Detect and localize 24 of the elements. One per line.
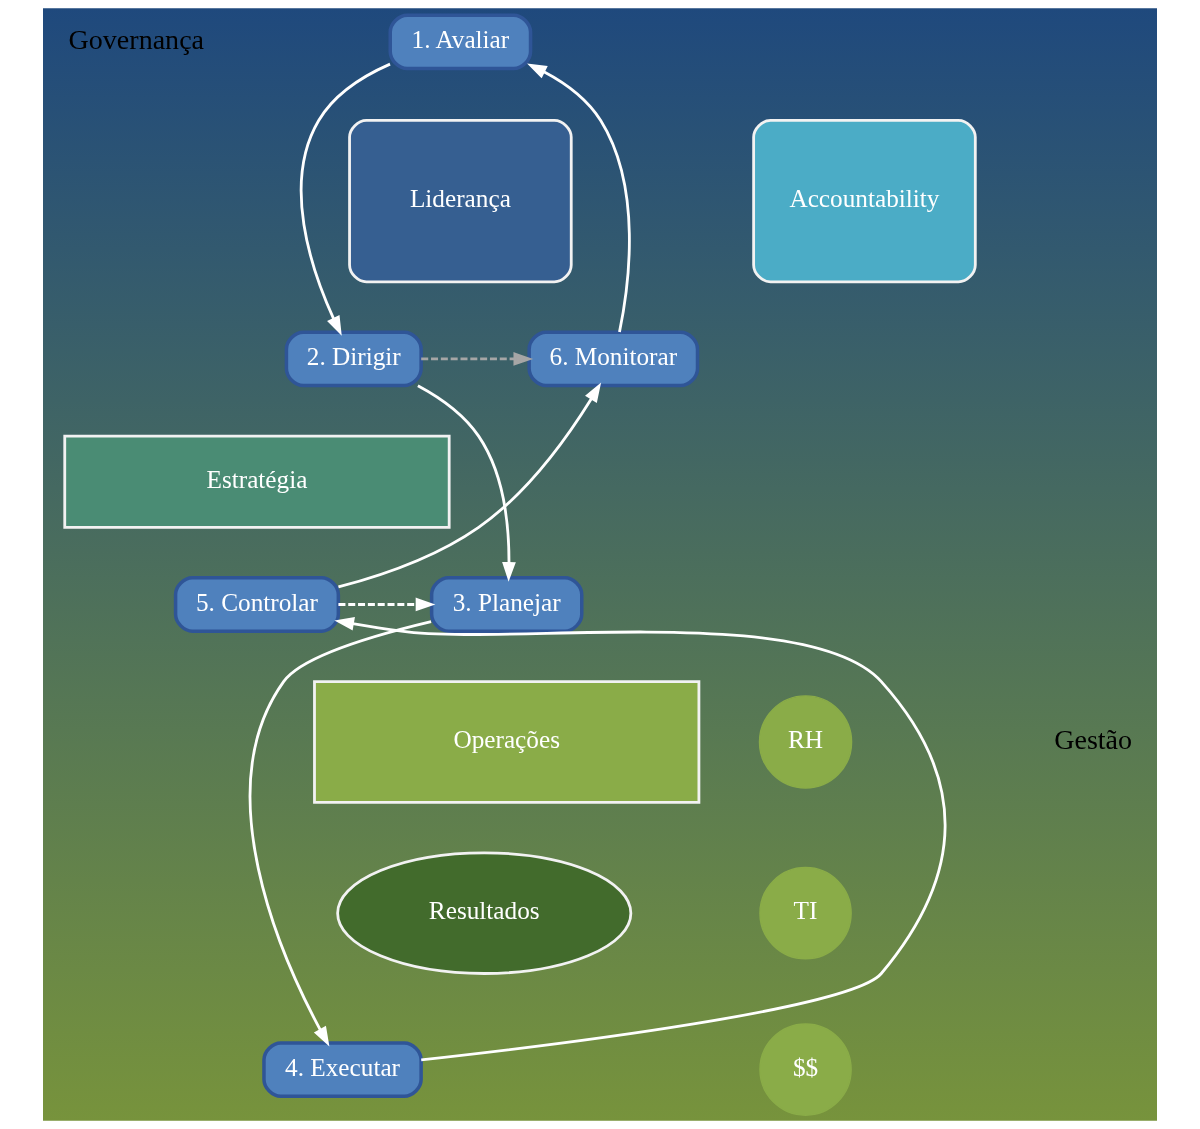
- node-box: Operações: [313, 680, 701, 804]
- node-circle: $$: [759, 1023, 852, 1116]
- node-box: 1. Avaliar: [388, 13, 533, 71]
- arrow: [299, 62, 391, 336]
- node-ellipse: Resultados: [336, 851, 633, 975]
- node-box: Estratégia: [63, 434, 451, 529]
- arrow: [338, 382, 602, 589]
- node-box: 2. Dirigir: [284, 330, 423, 388]
- arrow: [421, 352, 534, 366]
- node-circle: TI: [759, 866, 852, 960]
- node-circle: RH: [758, 695, 853, 789]
- node-box: 6. Monitorar: [527, 330, 700, 388]
- arrow: [527, 63, 631, 333]
- node-box: 5. Controlar: [173, 576, 341, 633]
- label: Governança: [68, 23, 205, 55]
- arrow: [334, 616, 947, 1062]
- label: Gestão: [1054, 724, 1133, 755]
- node-box: 4. Executar: [262, 1041, 423, 1098]
- node-box: 3. Planejar: [429, 576, 584, 633]
- arrow: [417, 384, 516, 582]
- arrow: [248, 620, 432, 1047]
- arrow: [338, 597, 436, 612]
- node-box: Liderança: [348, 119, 573, 284]
- node-box: Accountability: [752, 119, 977, 284]
